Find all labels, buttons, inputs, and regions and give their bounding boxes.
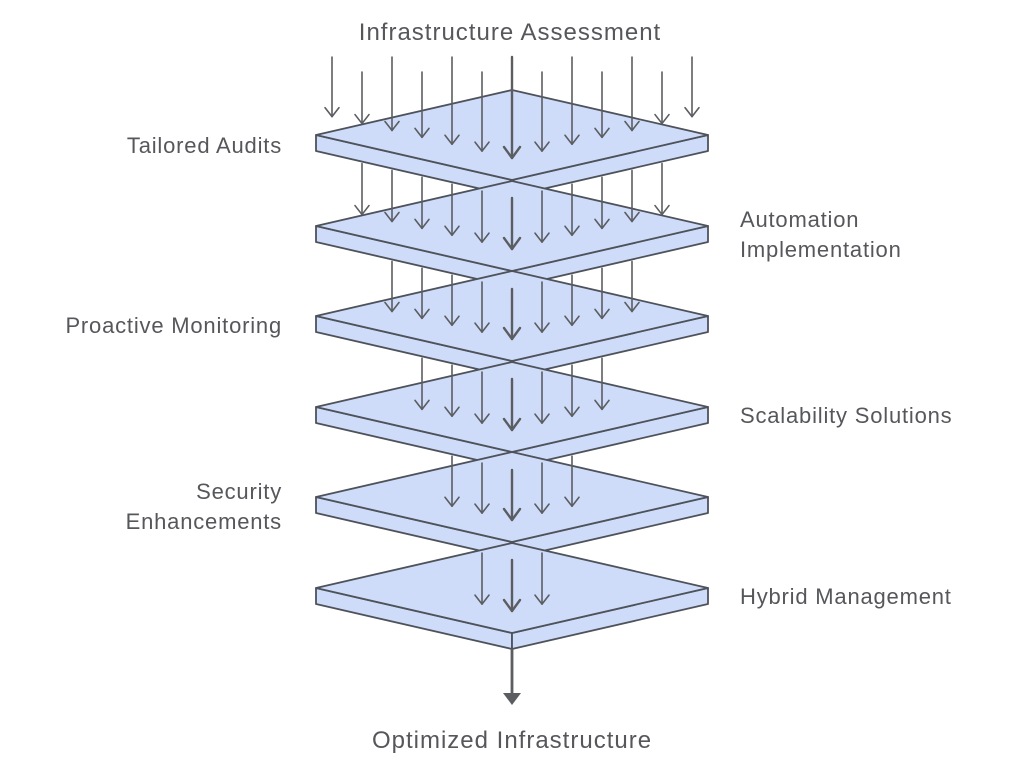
diagram-footer: Optimized Infrastructure	[371, 727, 653, 754]
flow-arrowhead-gap0	[654, 113, 670, 125]
flow-arrowhead-gap1	[444, 225, 460, 237]
flow-arrowhead-gap2	[564, 315, 580, 327]
layer-label-hybrid-management: Hybrid Management	[740, 584, 952, 610]
flow-arrowhead-gap0	[384, 120, 400, 132]
flow-arrowhead-gap1	[564, 225, 580, 237]
flow-arrowhead-gap0	[414, 127, 430, 139]
flow-arrowhead-gap2	[624, 301, 640, 313]
flow-arrowhead-gap0	[624, 120, 640, 132]
flow-arrowhead-gap2	[594, 308, 610, 320]
flow-arrowhead-gap1	[534, 232, 550, 243]
layer-label-automation-implementation: Automation Implementation	[740, 207, 902, 262]
flow-arrowhead-gap1	[414, 218, 430, 230]
flow-arrowhead-gap0	[444, 134, 460, 146]
flow-arrowhead-gap3	[594, 399, 610, 411]
flow-arrowhead-gap3	[414, 399, 430, 411]
flow-arrowhead-gap3	[502, 417, 522, 432]
flow-arrowhead-gap0	[564, 134, 580, 146]
flow-arrowhead-gap4	[474, 503, 490, 514]
flow-arrowhead-gap4	[534, 503, 550, 514]
layer-label-scalability-solutions: Scalability Solutions	[740, 403, 953, 429]
layer-label-proactive-monitoring: Proactive Monitoring	[65, 313, 282, 339]
flow-arrowhead-gap1	[654, 204, 670, 216]
flow-arrowhead-gap4	[502, 507, 522, 522]
flow-arrowhead-gap2	[384, 301, 400, 313]
flow-arrowhead-gap2	[534, 322, 550, 333]
flow-arrowhead-gap2	[474, 322, 490, 333]
flow-arrowhead-gap5	[534, 594, 550, 605]
flow-arrowhead-gap4	[444, 496, 460, 508]
flow-arrowhead-gap4	[564, 496, 580, 508]
flow-arrowhead-gap3	[534, 413, 550, 424]
flow-arrowhead-gap3	[564, 406, 580, 418]
flow-arrowhead-gap1	[594, 218, 610, 230]
flow-arrowhead-gap1	[354, 204, 370, 216]
flow-arrowhead-gap1	[502, 236, 522, 251]
flow-arrowhead-gap5	[502, 598, 522, 613]
flow-arrowhead-gap5	[474, 594, 490, 605]
flow-arrowhead-gap3	[474, 413, 490, 424]
final-flow-arrowhead	[503, 693, 521, 705]
flow-arrowhead-gap2	[444, 315, 460, 327]
diagram-title: Infrastructure Assessment	[358, 19, 662, 46]
flow-arrowhead-gap1	[624, 211, 640, 223]
flow-arrowhead-gap0	[594, 127, 610, 139]
flow-arrowhead-gap3	[444, 406, 460, 418]
flow-arrowhead-gap0	[502, 145, 522, 160]
flow-arrowhead-gap1	[384, 211, 400, 223]
flow-arrowhead-gap2	[414, 308, 430, 320]
flow-arrowhead-gap0	[324, 106, 340, 118]
flow-arrowhead-gap1	[474, 232, 490, 243]
flow-arrowhead-gap0	[474, 141, 490, 152]
layer-label-tailored-audits: Tailored Audits	[126, 133, 282, 159]
layer-label-security-enhancements: Security Enhancements	[125, 479, 282, 534]
flow-arrowhead-gap0	[684, 106, 700, 118]
flow-arrowhead-gap2	[502, 326, 522, 341]
flow-arrowhead-gap0	[354, 113, 370, 125]
flow-arrowhead-gap0	[534, 141, 550, 152]
